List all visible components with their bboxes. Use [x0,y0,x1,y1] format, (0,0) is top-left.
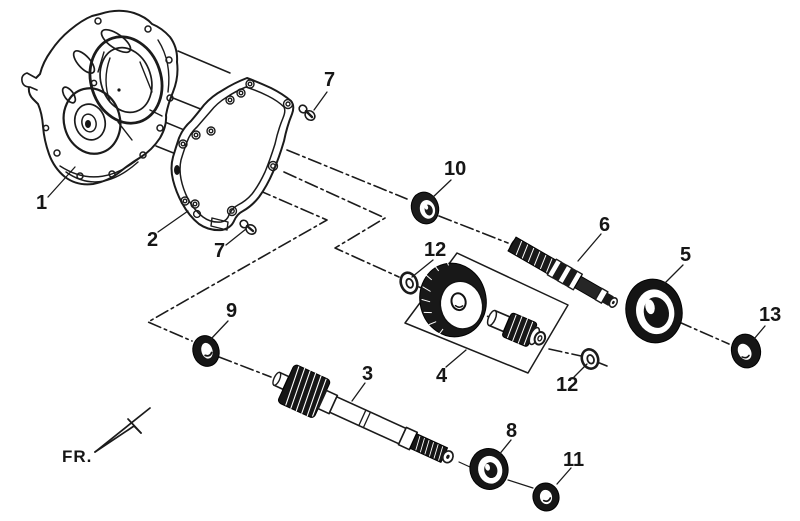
part-label-4: 4 [436,365,448,387]
part-label-3: 3 [362,363,374,385]
part-3-main-shaft [272,364,454,464]
part-9-oil-seal [192,335,220,367]
part-1-crankcase-cover [21,9,179,186]
bearing-boss [62,87,122,155]
case-ribs [59,39,170,183]
part-5-bearing [625,278,683,344]
part-label-5: 5 [680,244,692,266]
part-label-2: 2 [147,229,159,251]
part-4-final-gear [419,258,487,338]
part-8-bearing [469,448,509,490]
part-label-6: 6 [599,214,611,236]
case-slots [61,28,132,104]
clutch-opening [88,35,164,125]
part-12-washer-upper [399,271,419,295]
part-12-washer-lower [580,348,600,370]
axis-thin-links [458,461,534,489]
part-label-13: 13 [759,304,782,326]
part-2-gasket [170,77,295,232]
part-label-1: 1 [36,192,48,214]
case-holes [42,17,174,180]
part-13-oil-seal [730,333,762,369]
part-label-11: 11 [563,449,585,471]
part-label-8: 8 [506,420,518,442]
part-11-oil-seal [532,482,560,512]
gasket-holes [174,79,294,231]
part-7-bolt-bottom [239,219,257,235]
part-label-9: 9 [226,300,238,322]
part-6-drive-shaft [507,236,619,308]
part-label-7-bottom: 7 [214,240,226,262]
front-direction-arrow [94,407,151,453]
part-10-bearing [410,191,440,225]
part-label-7-top: 7 [324,69,336,91]
axis-centerlines [147,149,730,378]
part-label-12-lower: 12 [556,374,579,396]
part-label-10: 10 [444,158,467,180]
part-4-pinion-shaft [486,309,547,347]
part-7-bolt-top [298,104,316,122]
part-label-12-upper: 12 [424,239,447,261]
leader-lines [47,91,766,485]
front-direction-label: FR. [62,447,93,466]
